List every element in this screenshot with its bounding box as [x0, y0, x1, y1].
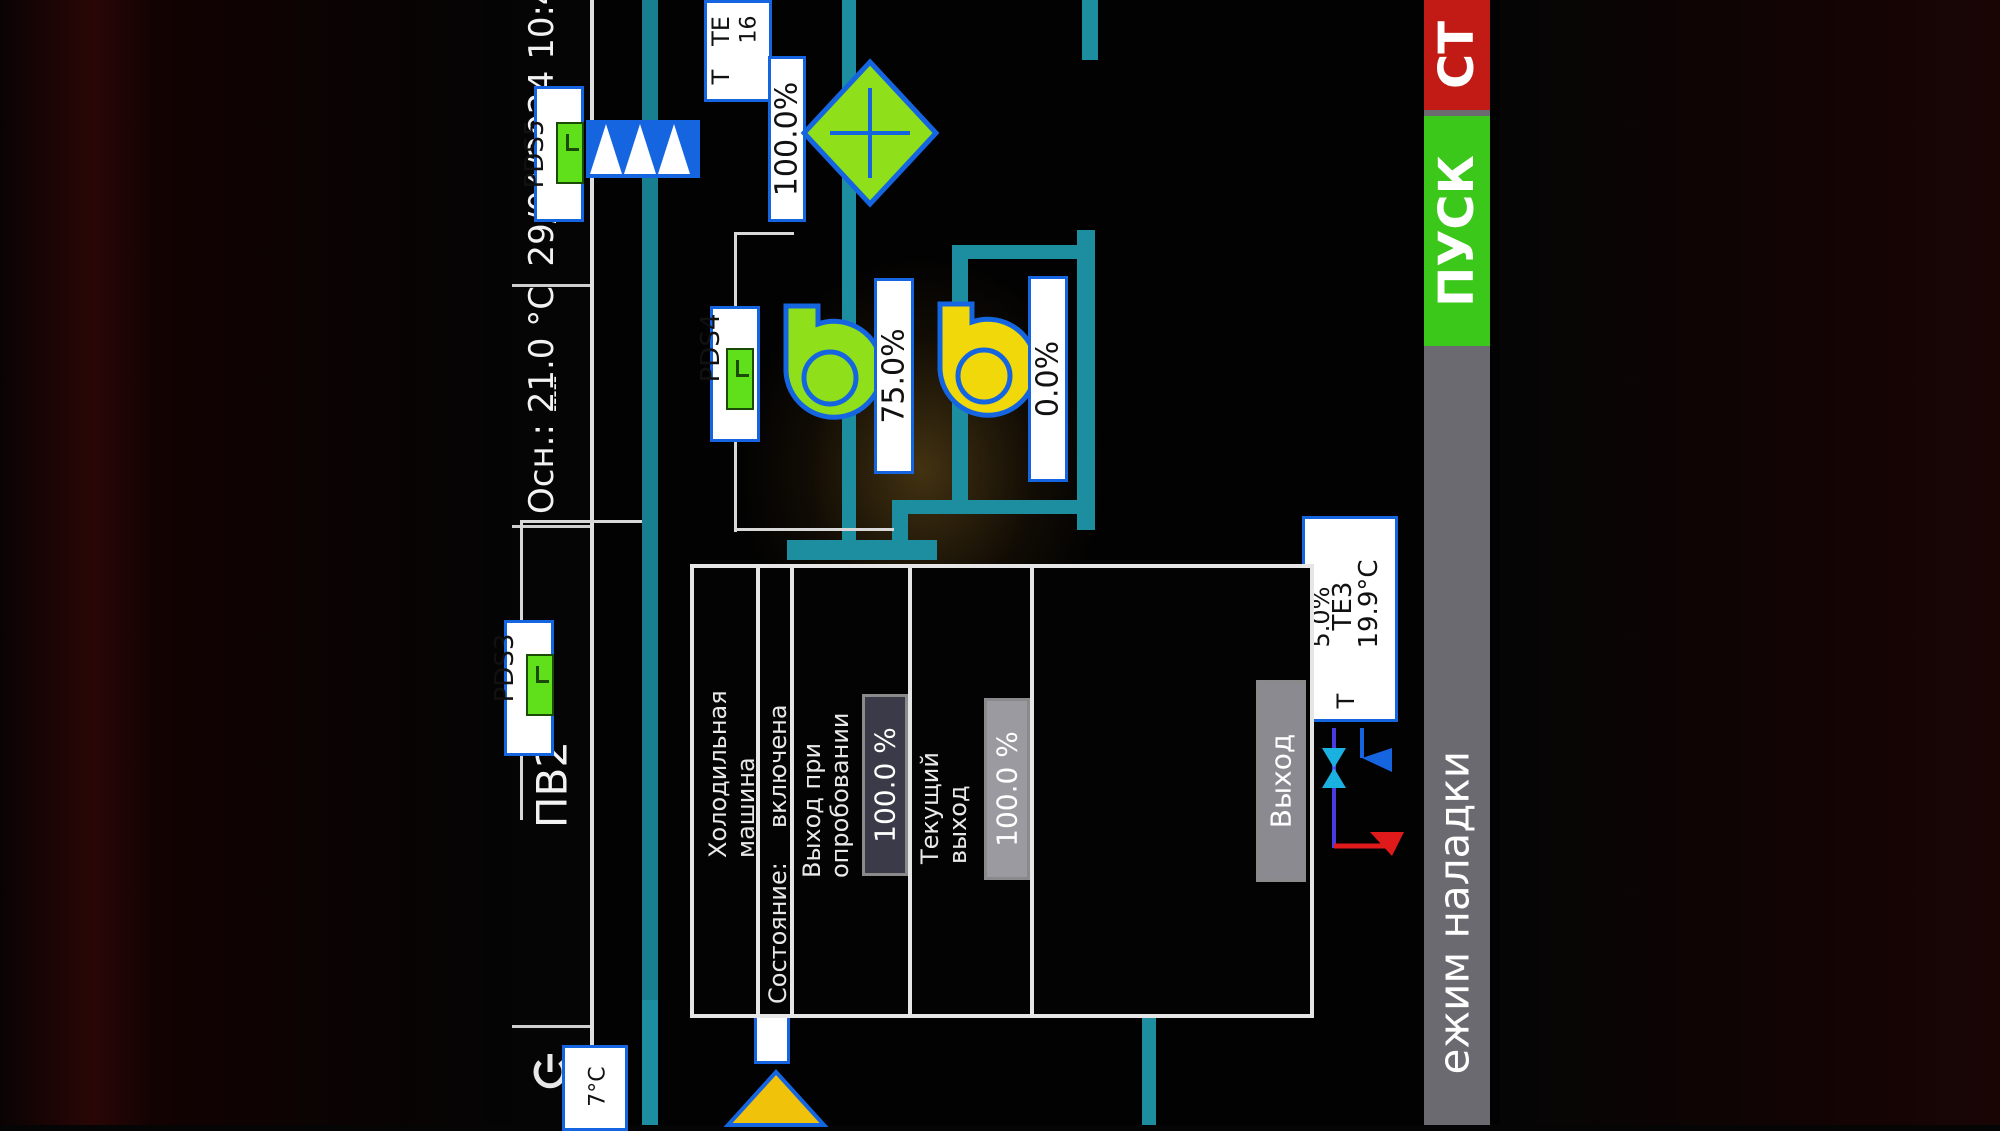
- fan2-value-display: 0.0%: [1028, 276, 1068, 482]
- bottom-temp-sensor[interactable]: 7°C: [562, 1045, 628, 1131]
- air-duct-junction: [787, 540, 937, 560]
- popup-divider: [790, 568, 794, 1014]
- te-top-sensor[interactable]: TE T 16: [704, 0, 772, 102]
- stop-button-label: СТ: [1429, 21, 1485, 89]
- heat-exchanger-icon[interactable]: [800, 58, 940, 208]
- monitor-bezel-right: [1500, 0, 2000, 1125]
- popup-divider: [756, 568, 760, 1014]
- test-output-input[interactable]: 100.0 %: [862, 694, 908, 876]
- test-output-value: 100.0 %: [868, 727, 902, 843]
- popup-divider: [1030, 568, 1034, 1014]
- air-duct-right: [1077, 230, 1095, 530]
- te3-value: 19.9°C: [1354, 559, 1384, 649]
- fan1-value: 75.0%: [876, 328, 912, 424]
- heater-value-display: [754, 1010, 790, 1064]
- supply-fan-1-icon[interactable]: [778, 302, 885, 438]
- fan2-value: 0.0%: [1030, 340, 1066, 418]
- air-duct-left: [642, 0, 658, 1125]
- air-duct-bottom: [1142, 1000, 1156, 1125]
- header-separator: [512, 1025, 590, 1028]
- monitor-bezel-left: [0, 0, 520, 1125]
- te3-sensor[interactable]: 5.0% TE3 19.9°C T: [1302, 516, 1398, 722]
- stop-button[interactable]: СТ: [1424, 0, 1490, 110]
- chiller-popup: Холодильная машина Состояние: включена В…: [690, 564, 1314, 1018]
- bottom-temp-value: 7°C: [585, 1066, 611, 1107]
- state-value: включена: [764, 704, 792, 828]
- header-separator: [512, 525, 590, 528]
- current-output-display: 100.0 %: [984, 698, 1030, 880]
- supply-fan-2-icon[interactable]: [932, 300, 1039, 436]
- test-output-label: Выход при опробовании: [798, 712, 854, 878]
- air-duct-right-top: [1082, 0, 1098, 60]
- header-separator: [512, 284, 590, 287]
- damper-value-display: 100.0%: [768, 56, 806, 222]
- te3-t-label: T: [1332, 693, 1360, 709]
- mode-label: ежим наладки: [1429, 751, 1479, 1075]
- start-button[interactable]: ПУСК: [1424, 116, 1490, 346]
- popup-divider: [908, 568, 912, 1014]
- te-top-label: TE: [707, 16, 735, 46]
- signal-wire: [734, 232, 794, 235]
- chiller-title: Холодильная машина: [704, 690, 760, 858]
- te-top-t-label: T: [707, 69, 735, 85]
- exit-button-label: Выход: [1264, 733, 1298, 829]
- filter-icon[interactable]: [584, 118, 702, 180]
- heater-icon[interactable]: [723, 1069, 829, 1127]
- exit-button[interactable]: Выход: [1256, 680, 1306, 882]
- hmi-screen: 29/04/2024 10:4 Осн.: 21.0 °C ----- ПВ2 …: [490, 0, 1500, 1131]
- state-label: Состояние:: [764, 862, 792, 1004]
- start-button-label: ПУСК: [1429, 155, 1485, 307]
- pds5-label: PDS5: [520, 119, 550, 189]
- air-duct-cross: [892, 500, 1092, 514]
- fan-bypass-top: [952, 245, 1092, 259]
- pds4-switch-icon: [726, 348, 754, 410]
- pds5-switch-icon: [556, 122, 584, 184]
- fan1-value-display: 75.0%: [874, 278, 914, 474]
- signal-wire: [520, 520, 642, 523]
- header-border: [590, 0, 594, 1125]
- te-top-value: 16: [736, 15, 762, 44]
- valve-icon: [1322, 728, 1404, 856]
- signal-wire: [734, 528, 894, 531]
- current-output-value: 100.0 %: [990, 731, 1024, 847]
- current-output-label: Текущий выход: [916, 752, 972, 864]
- pds3-switch-icon: [526, 654, 554, 716]
- base-temp-sub-label: -----: [542, 375, 566, 413]
- pds4-label: PDS4: [696, 313, 726, 383]
- pds3-label: PDS3: [490, 633, 520, 703]
- air-duct-bottom-left: [642, 1000, 658, 1125]
